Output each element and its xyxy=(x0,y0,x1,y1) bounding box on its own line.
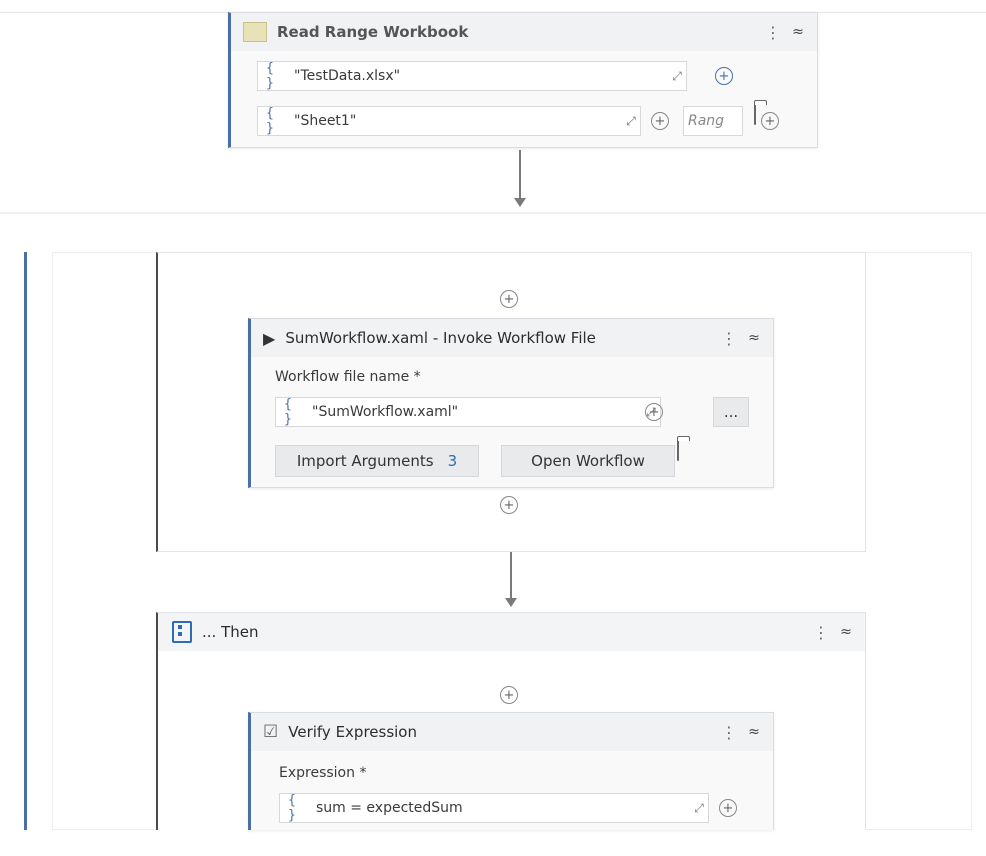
add-variable-icon[interactable]: + xyxy=(715,67,733,85)
activity-title: SumWorkflow.xaml - Invoke Workflow File xyxy=(285,329,596,347)
then-title: ... Then xyxy=(202,623,259,641)
collapse-icon[interactable]: ≈ xyxy=(840,624,852,640)
flow-arrow-head xyxy=(514,198,526,207)
workbook-path-field[interactable]: { } "TestData.xlsx" ⤢ xyxy=(257,61,687,91)
collapse-icon[interactable]: ≈ xyxy=(748,724,760,740)
invoke-workflow-activity[interactable]: ▶ SumWorkflow.xaml - Invoke Workflow Fil… xyxy=(248,318,774,488)
workbook-path-value: "TestData.xlsx" xyxy=(294,68,401,84)
expression-field[interactable]: { } sum = expectedSum ⤢ xyxy=(279,793,709,823)
import-arguments-label: Import Arguments xyxy=(296,452,434,470)
expression-label: Expression * xyxy=(279,765,367,781)
more-button[interactable]: ... xyxy=(713,397,749,427)
flow-connector xyxy=(510,552,512,600)
add-activity-icon[interactable]: + xyxy=(500,496,518,514)
more-options-icon[interactable]: ⋮ xyxy=(721,328,737,348)
add-variable-icon[interactable]: + xyxy=(719,799,737,817)
argument-count-badge: 3 xyxy=(447,452,458,470)
then-header[interactable]: ... Then ⋮ ≈ xyxy=(158,613,865,651)
divider xyxy=(0,212,986,214)
collapse-icon[interactable]: ≈ xyxy=(792,24,804,40)
expression-icon: { } xyxy=(288,793,296,823)
import-arguments-button[interactable]: Import Arguments 3 xyxy=(275,445,479,477)
range-label: Rang xyxy=(688,113,725,129)
browse-folder-icon[interactable] xyxy=(677,440,679,461)
add-activity-icon[interactable]: + xyxy=(500,686,518,704)
add-variable-icon[interactable]: + xyxy=(761,112,779,130)
read-range-workbook-activity[interactable]: Read Range Workbook ⋮ ≈ { } "TestData.xl… xyxy=(228,12,818,148)
browse-folder-icon[interactable] xyxy=(754,104,756,125)
sequence-icon xyxy=(172,621,192,643)
activity-title: Read Range Workbook xyxy=(277,23,469,41)
sheet-name-field[interactable]: { } "Sheet1" ⤢ xyxy=(257,106,641,136)
more-options-icon[interactable]: ⋮ xyxy=(721,722,737,742)
activity-title: Verify Expression xyxy=(288,723,417,741)
expand-editor-icon[interactable]: ⤢ xyxy=(694,800,704,815)
add-variable-icon[interactable]: + xyxy=(645,403,663,421)
workflow-file-name-field[interactable]: { } "SumWorkflow.xaml" ⤢ xyxy=(275,397,661,427)
flow-arrow-head xyxy=(505,598,517,607)
checkbox-icon: ☑ xyxy=(263,722,279,742)
flow-connector xyxy=(519,150,521,200)
range-field[interactable]: Rang xyxy=(683,106,743,136)
play-icon: ▶ xyxy=(263,328,276,348)
collapse-icon[interactable]: ≈ xyxy=(748,330,760,346)
activity-header[interactable]: ▶ SumWorkflow.xaml - Invoke Workflow Fil… xyxy=(251,319,773,357)
workflow-file-name-value: "SumWorkflow.xaml" xyxy=(312,404,459,420)
workflow-file-name-label: Workflow file name * xyxy=(275,369,421,385)
expression-icon: { } xyxy=(284,397,292,427)
expression-icon: { } xyxy=(266,106,274,136)
add-variable-icon[interactable]: + xyxy=(651,112,669,130)
open-workflow-button[interactable]: Open Workflow xyxy=(501,445,675,477)
sheet-name-value: "Sheet1" xyxy=(294,113,357,129)
expand-editor-icon[interactable]: ⤢ xyxy=(626,113,636,128)
more-options-icon[interactable]: ⋮ xyxy=(813,622,829,642)
more-options-icon[interactable]: ⋮ xyxy=(765,22,781,42)
expression-value: sum = expectedSum xyxy=(316,800,463,816)
expand-editor-icon[interactable]: ⤢ xyxy=(672,68,682,83)
sequence-left-border xyxy=(24,252,27,830)
activity-header[interactable]: ☑ Verify Expression ⋮ ≈ xyxy=(251,713,773,751)
expression-icon: { } xyxy=(266,61,274,91)
add-activity-icon[interactable]: + xyxy=(500,290,518,308)
verify-expression-activity[interactable]: ☑ Verify Expression ⋮ ≈ Expression * { }… xyxy=(248,712,774,830)
activity-header[interactable]: Read Range Workbook ⋮ ≈ xyxy=(231,13,817,51)
excel-workbook-icon xyxy=(243,22,267,42)
